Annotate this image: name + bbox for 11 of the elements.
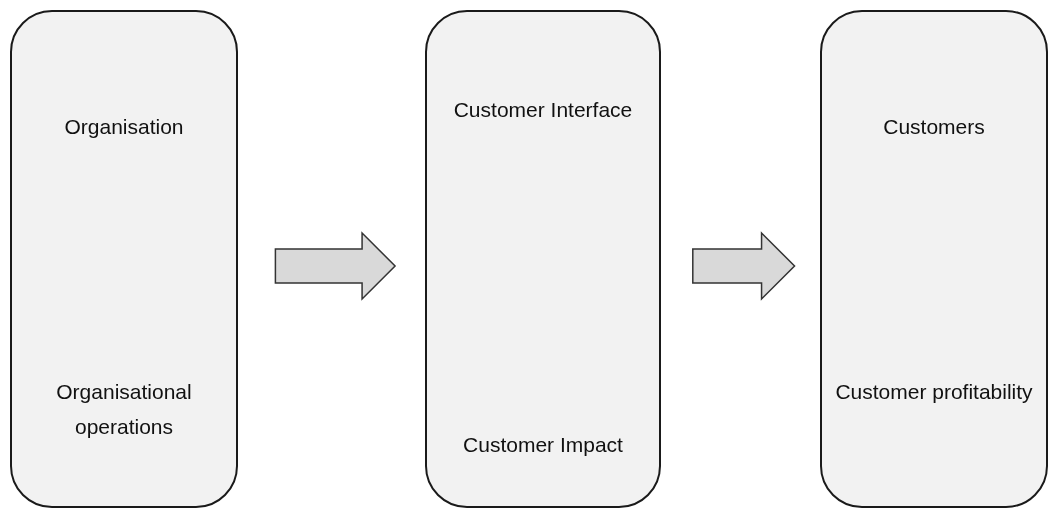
- box-text: Customers: [883, 114, 985, 140]
- block-arrow: [274, 231, 397, 301]
- box-text: Customer profitability: [835, 379, 1033, 405]
- rounded-box: [425, 10, 661, 508]
- block-arrow: [692, 231, 796, 301]
- rounded-box: [10, 10, 238, 508]
- box-text: Organisational operations: [55, 379, 193, 440]
- rounded-box: [820, 10, 1048, 508]
- box-text: Customer Interface: [453, 97, 633, 123]
- box-text: Organisation: [64, 114, 184, 140]
- box-text: Customer Impact: [463, 432, 623, 458]
